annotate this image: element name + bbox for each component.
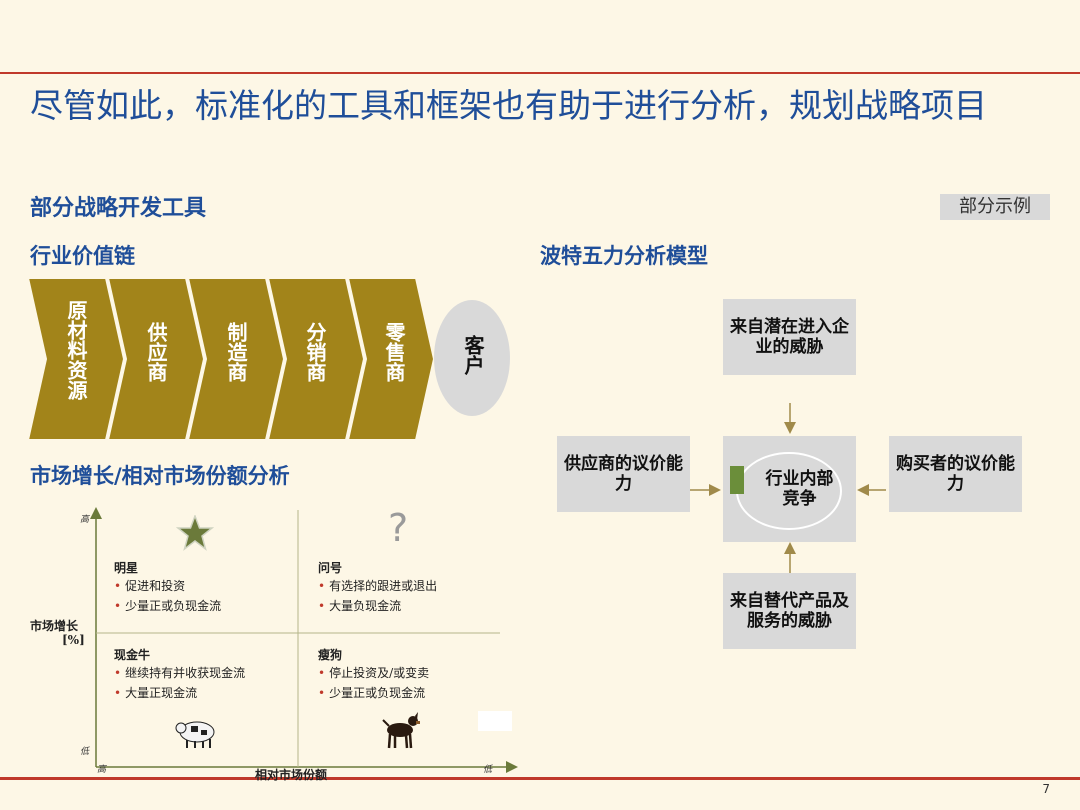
- list-item: •继续持有并收获现金流: [114, 666, 246, 680]
- top-divider: [0, 72, 1080, 74]
- star-title: 明星: [114, 561, 139, 575]
- dog-title: 瘦狗: [318, 648, 343, 662]
- x-high-label: 高: [97, 765, 107, 775]
- star-icon: [176, 515, 214, 551]
- stage-label-2: 供应商: [144, 322, 168, 382]
- porter-supplier-power: 供应商的议价能力: [557, 436, 690, 512]
- porter-buyer-power: 购买者的议价能力: [889, 436, 1022, 512]
- bcg-y-label-1: 市场增长: [30, 619, 79, 633]
- list-item: •少量正或负现金流: [318, 686, 426, 700]
- chevron-stage-4: [266, 278, 366, 440]
- question-title: 问号: [318, 561, 343, 575]
- cash-cow-title: 现金牛: [114, 648, 151, 662]
- chevron-stage-1: [28, 278, 126, 440]
- list-item: •停止投资及/或变卖: [318, 666, 430, 680]
- chevron-stage-5: [346, 278, 436, 440]
- stage-label-5: 零售商: [382, 322, 406, 382]
- chevron-stage-3: [186, 278, 286, 440]
- quadrant-cash-cow: 现金牛 •继续持有并收获现金流 •大量正现金流: [114, 646, 245, 703]
- bcg-axes: [90, 507, 518, 773]
- stage-label-3: 制造商: [224, 322, 248, 382]
- list-item: •大量正现金流: [114, 686, 198, 700]
- quadrant-dog: 瘦狗 •停止投资及/或变卖 •少量正或负现金流: [318, 646, 429, 703]
- slide-subtitle: 部分战略开发工具: [30, 196, 207, 221]
- porter-new-entrants: 来自潜在进入企业的威胁: [723, 299, 856, 375]
- y-high-label: 高: [80, 515, 90, 525]
- quadrant-question: 问号 •有选择的跟进或退出 •大量负现金流: [318, 559, 437, 616]
- list-item: •有选择的跟进或退出: [318, 579, 438, 593]
- question-mark-icon: ?: [388, 506, 409, 550]
- cow-icon: [175, 721, 215, 748]
- bottom-divider: [0, 777, 1080, 780]
- stage-label-4: 分销商: [303, 322, 327, 382]
- value-chain-chevrons: [28, 278, 436, 440]
- bcg-heading: 市场增长/相对市场份额分析: [30, 464, 290, 488]
- porter-arrows: [690, 403, 886, 573]
- bcg-white-patch: [478, 711, 512, 731]
- bcg-y-label-2: [%]: [62, 633, 85, 647]
- bcg-x-label: 相对市场份额: [255, 768, 328, 782]
- customer-ellipse: [434, 300, 510, 416]
- list-item: •大量负现金流: [318, 599, 402, 613]
- rivalry-cycle-icon: [730, 452, 842, 530]
- page-number: 7: [1042, 782, 1050, 796]
- slide-title: 尽管如此，标准化的工具和框架也有助于进行分析，规划战略项目: [30, 86, 987, 125]
- quadrant-star: 明星 •促进和投资 •少量正或负现金流: [114, 559, 221, 616]
- porter-substitutes: 来自替代产品及服务的威胁: [723, 573, 856, 649]
- stage-label-1: 原材料资源: [64, 300, 88, 400]
- dog-icon: [382, 712, 420, 749]
- list-item: •少量正或负现金流: [114, 599, 222, 613]
- porter-heading: 波特五力分析模型: [540, 244, 708, 268]
- chevron-stage-2: [106, 278, 206, 440]
- value-chain-heading: 行业价值链: [30, 244, 135, 268]
- example-tag: 部分示例: [940, 194, 1050, 220]
- y-low-label: 低: [80, 747, 90, 757]
- list-item: •促进和投资: [114, 579, 186, 593]
- x-low-label: 低: [483, 765, 493, 775]
- porter-rivalry-label: 行业内部竞争: [765, 469, 834, 509]
- customer-label: 客户: [461, 335, 485, 375]
